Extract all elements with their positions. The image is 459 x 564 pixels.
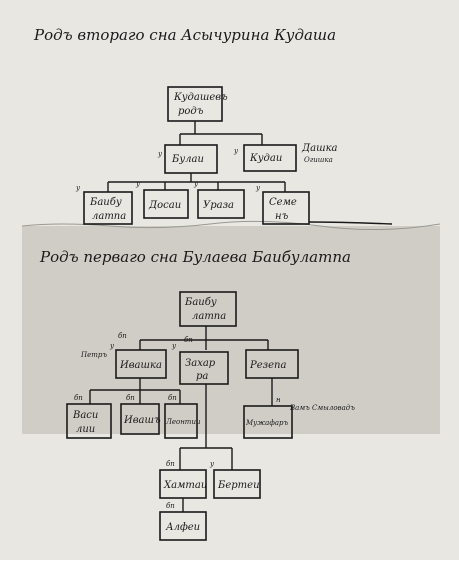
- mark-khamtai: бп: [166, 460, 175, 468]
- node-rezep: Резепа: [249, 360, 286, 371]
- premark-ivan: бп: [118, 332, 127, 340]
- node-muzhaf: Мужафаръ: [245, 419, 288, 427]
- root-box-baibulat: [179, 291, 237, 327]
- node-ivan2: Ивашъ: [123, 415, 161, 426]
- node-box-leont: [164, 403, 198, 439]
- middle-title: Родъ перваго сна Булаева Баибулатпа: [39, 248, 351, 266]
- node-khamtai: Хамтаи: [163, 480, 207, 491]
- node-box-muzhaf: [243, 405, 293, 439]
- node-alfei: Алфеи: [165, 522, 200, 533]
- node-box-semen: [262, 191, 310, 225]
- mark-vasil: бп: [74, 394, 83, 402]
- node-uraz: Ураза: [203, 200, 234, 211]
- node-semen-line2: нъ: [275, 211, 289, 222]
- node-box-berte: [213, 469, 261, 499]
- inset-panel: [22, 226, 440, 434]
- node-bulai: Булаи: [171, 154, 204, 165]
- node-box-dosai: [143, 189, 189, 219]
- mark-leont: бп: [168, 394, 177, 402]
- node-semen-line1: Семе: [269, 197, 297, 208]
- mark-berte: у: [209, 460, 215, 468]
- node-berte: Бертеи: [217, 480, 260, 491]
- mark-ivan: у: [109, 342, 115, 350]
- node-kudai: Кудаи: [249, 153, 282, 164]
- node-box-zakhar: [179, 351, 229, 385]
- connector-top-level1: [107, 173, 286, 192]
- node-box-baibulat-top: [83, 191, 133, 225]
- node-zakhar-line1: Захар: [185, 358, 216, 369]
- root-kudash-line2: родъ: [178, 106, 204, 117]
- side-muzhaf: Вамъ Смыловадъ: [289, 404, 355, 412]
- note-ogishka: Огишка: [304, 156, 333, 164]
- node-box-uraz: [197, 189, 245, 219]
- connector-level3: [179, 447, 233, 470]
- edge-stroke: [308, 221, 393, 225]
- mark-uraz: у: [193, 180, 199, 188]
- node-box-vasil: [66, 403, 112, 439]
- connector-bottom-root: [139, 326, 269, 350]
- note-dashka: Дашка: [301, 143, 338, 154]
- node-baibulat-top-line2: латпа: [92, 211, 126, 222]
- node-box-kudai: [243, 144, 297, 172]
- node-zakhar-line2: ра: [196, 371, 208, 382]
- node-ivan: Ивашка: [119, 360, 162, 371]
- mark-semen: у: [255, 184, 261, 192]
- root-baibulat-line2: латпа: [192, 311, 226, 322]
- mark-baibulat: у: [75, 184, 81, 192]
- node-box-alfei: [159, 511, 207, 541]
- root-kudash-line1: Кудашевъ: [173, 92, 228, 103]
- mark-muzhaf: н: [276, 396, 281, 404]
- mark-bulai: у: [157, 150, 163, 158]
- root-baibulat-line1: Баибу: [184, 297, 217, 308]
- top-title: Родъ втораго сна Асычурина Кудаша: [33, 26, 336, 44]
- mark-dosai: у: [135, 180, 141, 188]
- mark-ivan2: бп: [126, 394, 135, 402]
- node-box-ivan2: [120, 403, 160, 435]
- node-baibulat-top-line1: Баибу: [89, 197, 122, 208]
- side-petr: Петръ: [80, 351, 107, 359]
- mark-alfei: бп: [166, 502, 175, 510]
- node-vasil-line1: Васи: [72, 410, 98, 421]
- node-vasil-line2: лии: [76, 424, 95, 435]
- connector-ivan-children: [89, 378, 181, 404]
- node-box-ivan: [115, 349, 167, 379]
- node-leont: Леонтии: [165, 418, 201, 426]
- node-dosai: Досаи: [148, 200, 181, 211]
- premark-zakhar: бп: [184, 336, 193, 344]
- mark-kudai: у: [233, 147, 239, 155]
- connector-top-root: [179, 121, 263, 145]
- mark-zakhar: у: [171, 342, 177, 350]
